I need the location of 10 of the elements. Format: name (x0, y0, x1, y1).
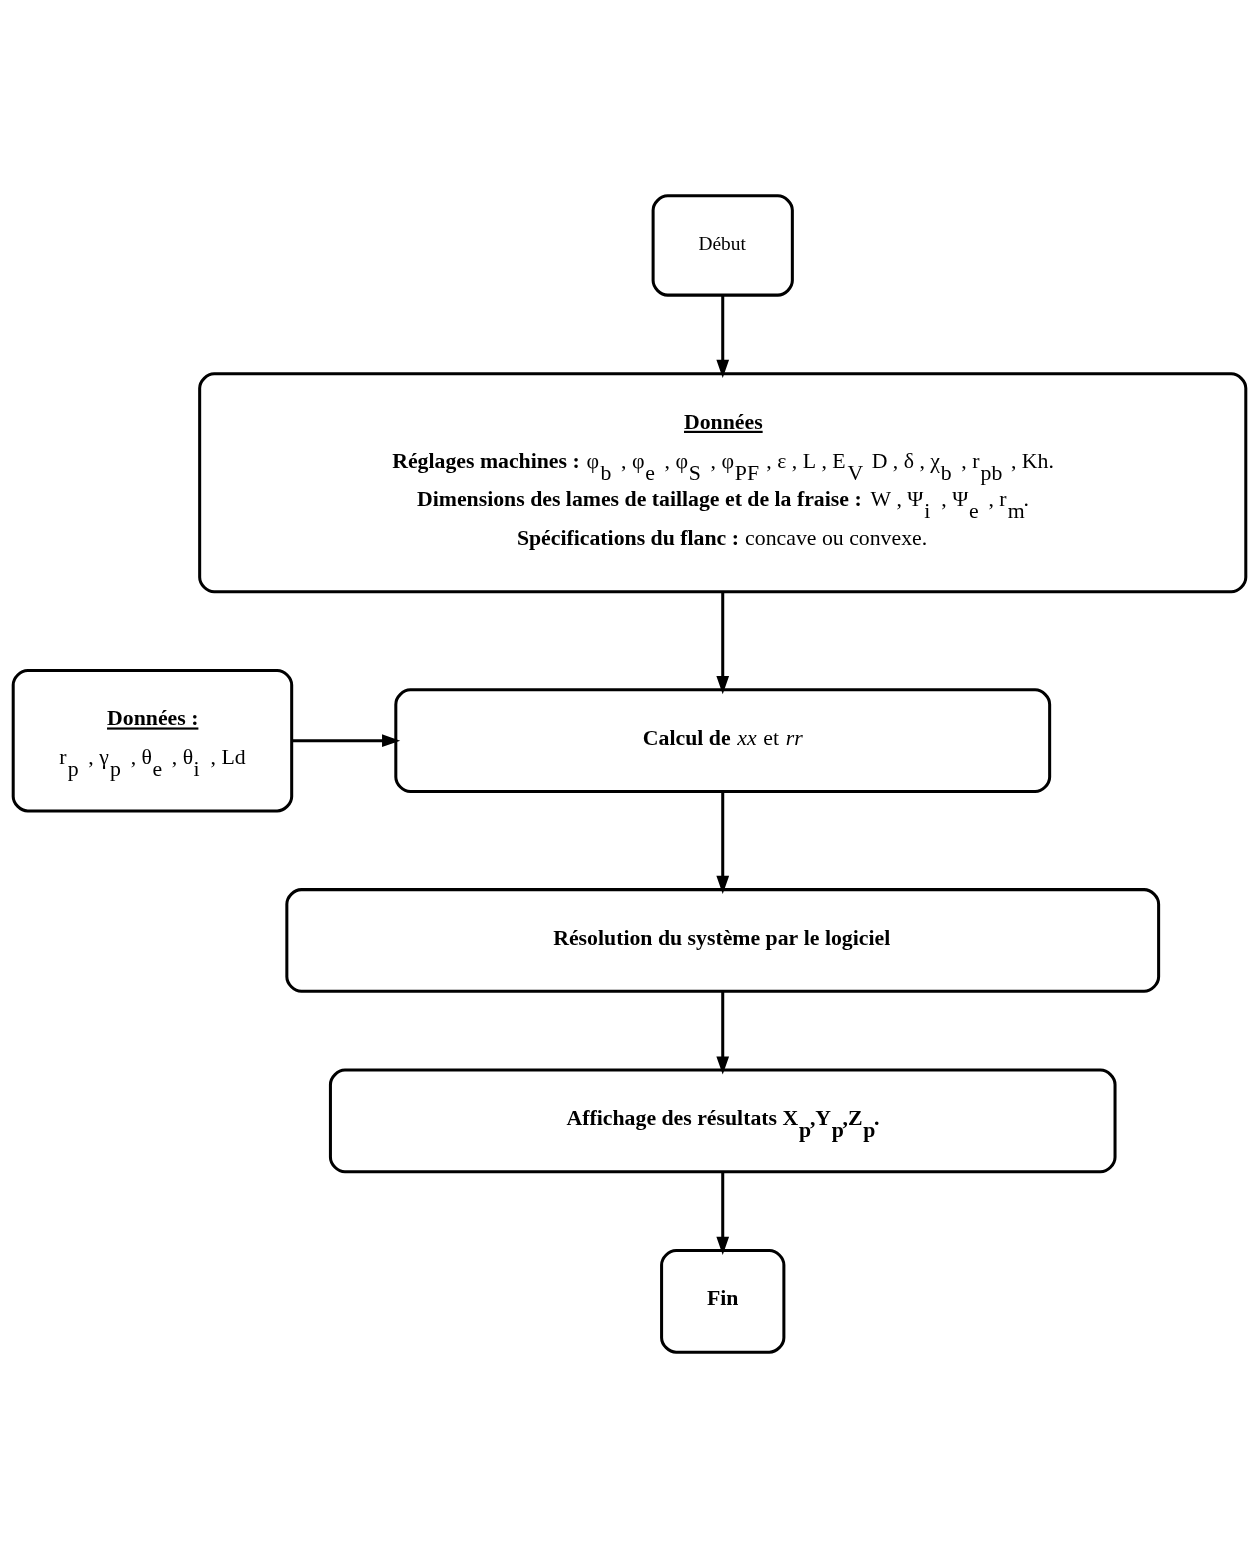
arrow (716, 592, 730, 695)
node-box: Fin (660, 1248, 786, 1354)
arrow (716, 1172, 730, 1255)
node-box: Début (651, 194, 794, 297)
node-box: Résolution du système par le logiciel (285, 888, 1161, 993)
arrow (716, 295, 730, 378)
arrow (716, 791, 730, 895)
arrow (292, 734, 401, 748)
node-box: Calcul de xx et rr (394, 688, 1052, 794)
arrow (716, 991, 730, 1075)
